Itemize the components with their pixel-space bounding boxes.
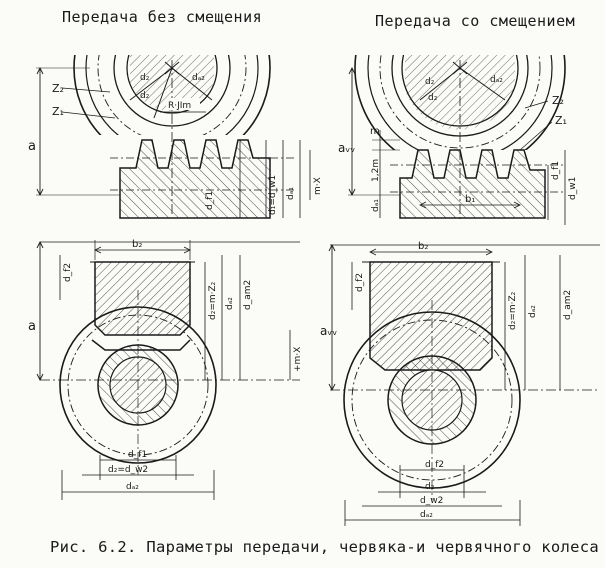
- label-dam2-r: d_am2: [563, 290, 573, 320]
- label-df1-top: d_f1: [205, 191, 215, 210]
- label-dw2-r: d₂: [425, 77, 435, 87]
- label-d2mz2: d₂=m·Z₂: [208, 281, 218, 320]
- heading-without-shift: Передача без смещения: [62, 8, 263, 26]
- label-d2dw2: d₂=d_w2: [108, 465, 148, 475]
- label-da2-r-side: dₐ₂: [528, 305, 538, 318]
- label-da2-bl-b: dₐ₂: [126, 482, 139, 492]
- bottom-right-view: b₂ aᵥᵥ d_f2 d₂=m·Z₂ dₐ₂ d_am2: [320, 241, 600, 526]
- label-dam2: d_am2: [243, 280, 253, 310]
- label-d1-r: d_f1: [551, 161, 561, 180]
- label-d2mz2-r: d₂=m·Z₂: [508, 291, 518, 330]
- label-da2-r: dₐ₂: [490, 75, 503, 85]
- label-df1-bl: d_f1: [128, 450, 147, 460]
- label-d1-dw1: d₁=d_w1: [268, 175, 278, 215]
- label-da2-bl: dₐ₂: [225, 297, 235, 310]
- label-a-top: a: [28, 139, 36, 154]
- label-xm: +m·X: [293, 347, 303, 372]
- label-b2-r: b₂: [418, 241, 428, 252]
- heading-with-shift: Передача со смещением: [375, 12, 576, 30]
- label-df2-left: d_f2: [63, 263, 73, 282]
- label-dw1-r: d_w1: [568, 177, 578, 200]
- label-b2: b₂: [132, 239, 142, 250]
- label-b1: b₁: [465, 194, 475, 205]
- label-d2-r: d₂: [428, 93, 438, 103]
- figure-caption: Рис. 6.2. Параметры передачи, червяка-и …: [50, 538, 600, 556]
- label-da1-r: dₐ₁: [371, 199, 381, 212]
- label-aw-top: aᵥᵥ: [338, 141, 355, 155]
- label-dw2: d₂: [140, 73, 150, 83]
- label-df2-r: d_f2: [355, 273, 365, 292]
- label-aw-bottom: aᵥᵥ: [320, 324, 337, 338]
- label-da2-br: dₐ₂: [420, 510, 433, 520]
- label-1-2m: 1,2m: [371, 159, 381, 182]
- label-z2-r: Z₂: [552, 94, 564, 107]
- label-mx: m·X: [313, 177, 323, 195]
- label-pitch: R·JIm: [168, 101, 191, 111]
- label-df2-br: d_f2: [425, 460, 444, 470]
- label-d2-br: d₂: [425, 482, 435, 492]
- top-left-view: d₂ dₐ₂ d₂ a Z₂ Z₁ R·JIm: [28, 55, 323, 219]
- label-a-bottom: a: [28, 319, 36, 334]
- label-d2-top: d₂: [140, 91, 150, 101]
- label-m: m: [370, 126, 380, 137]
- label-z1: Z₁: [52, 105, 64, 118]
- bottom-left-view: b₂ a d_f2 d₂=m·Z₂ dₐ₂: [28, 239, 303, 500]
- label-da2: dₐ₂: [192, 73, 205, 83]
- top-right-view: d₂ dₐ₂ d₂ Z₂ Z₁ aᵥᵥ m 1,2m dₐ₁: [338, 55, 578, 225]
- label-z1-r: Z₁: [555, 114, 567, 127]
- label-da1: dₐ₁: [286, 187, 296, 200]
- label-dw2-br: d_w2: [420, 496, 443, 506]
- label-z2: Z₂: [52, 82, 64, 95]
